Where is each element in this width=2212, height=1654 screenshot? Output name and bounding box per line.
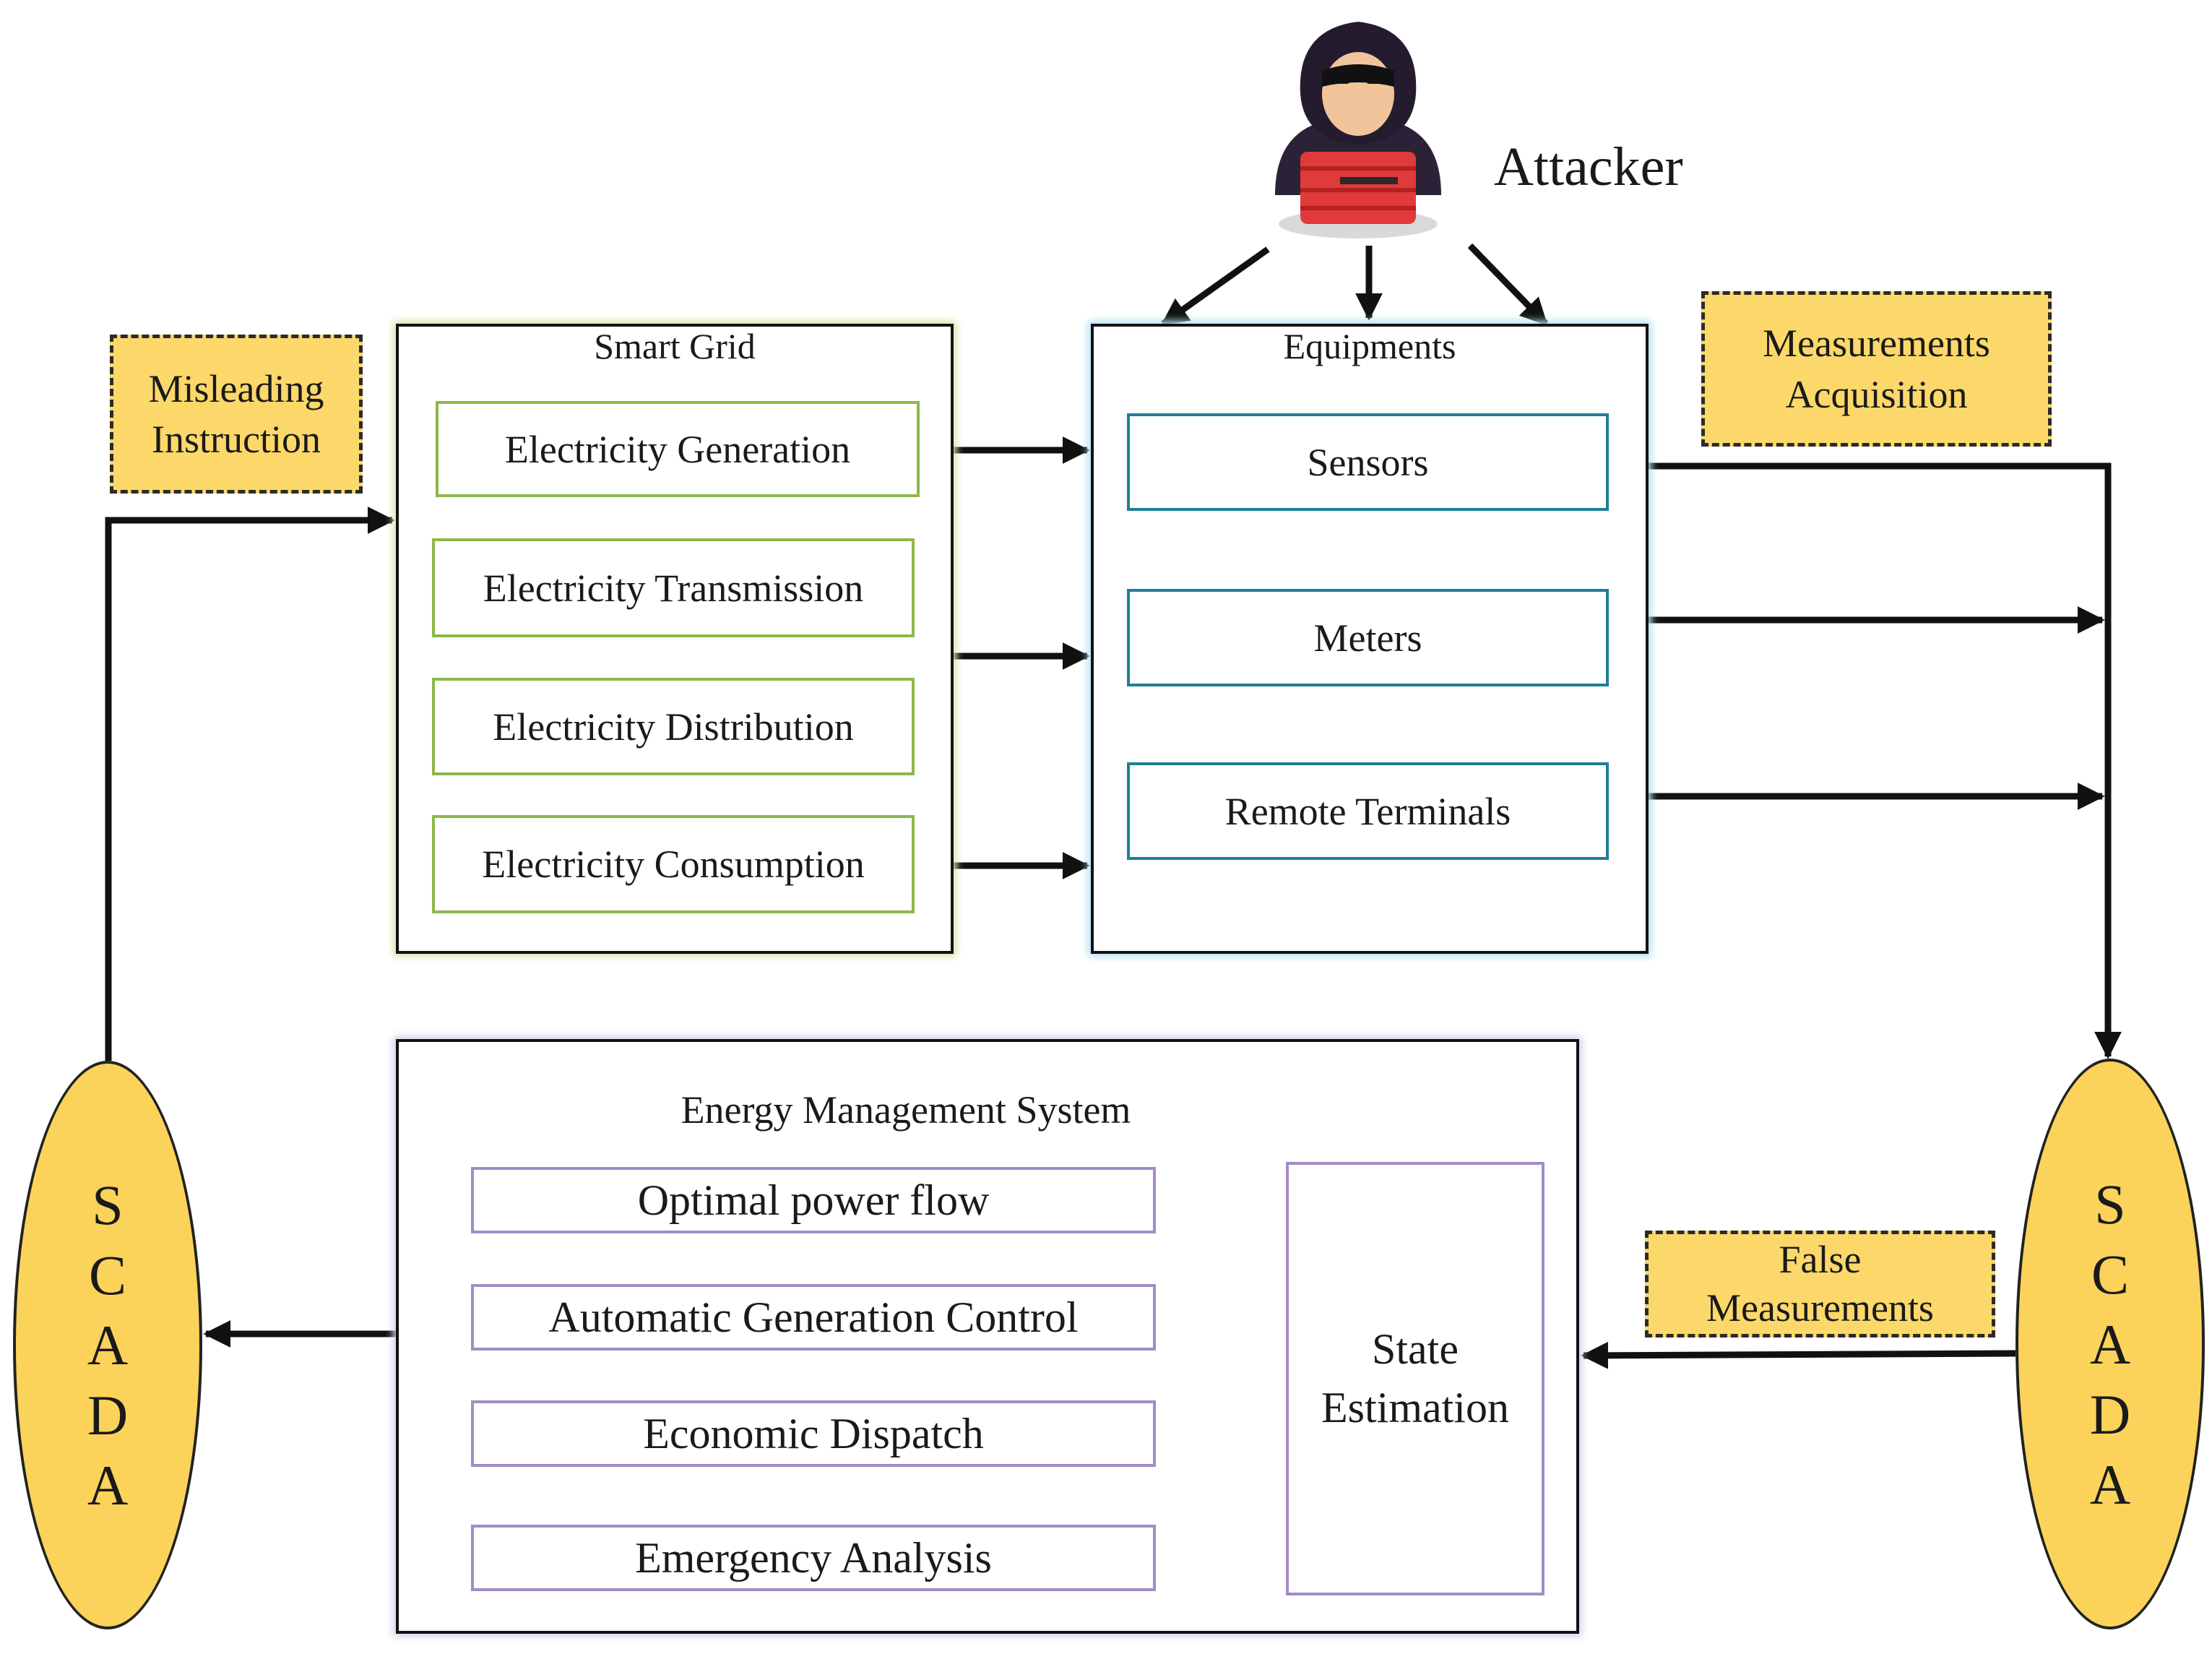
scada-left-letter: D bbox=[87, 1384, 129, 1447]
arrow-scada-to-smart-grid bbox=[105, 507, 395, 1061]
electricity-transmission-box: Electricity Transmission bbox=[432, 538, 915, 637]
scada-right-letter: D bbox=[2089, 1382, 2131, 1446]
scada-left-label: S C A D A bbox=[87, 1170, 128, 1520]
state-estimation-box: State Estimation bbox=[1286, 1162, 1544, 1595]
scada-right-label: S C A D A bbox=[2090, 1169, 2130, 1520]
scada-right-letter: S bbox=[2094, 1172, 2126, 1236]
sensors-box: Sensors bbox=[1127, 413, 1609, 511]
electricity-distribution-box: Electricity Distribution bbox=[432, 678, 915, 775]
attacker-arrow-right bbox=[1467, 243, 1549, 327]
scada-left-letter: C bbox=[88, 1244, 127, 1306]
measurements-acquisition-note: Measurements Acquisition bbox=[1701, 291, 2052, 447]
hooded-hacker-icon bbox=[1275, 22, 1441, 238]
meters-box: Meters bbox=[1127, 589, 1609, 686]
false-measurements-note: False Measurements bbox=[1645, 1231, 1995, 1338]
arrow-sensors-to-scada bbox=[1647, 462, 2122, 1059]
scada-left-letter: A bbox=[87, 1314, 129, 1377]
automatic-generation-control-box: Automatic Generation Control bbox=[471, 1284, 1156, 1351]
scada-right-letter: A bbox=[2089, 1452, 2131, 1516]
arrow-scada-to-state-estimation bbox=[1581, 1341, 2016, 1369]
electricity-generation-box: Electricity Generation bbox=[436, 401, 920, 497]
remote-terminals-box: Remote Terminals bbox=[1127, 762, 1609, 860]
misleading-instruction-text: Misleading Instruction bbox=[148, 366, 324, 461]
attacker-label: Attacker bbox=[1494, 137, 1683, 197]
smart-grid-title: Smart Grid bbox=[594, 326, 756, 366]
economic-dispatch-box: Economic Dispatch bbox=[471, 1400, 1156, 1467]
scada-right-letter: A bbox=[2089, 1312, 2131, 1376]
optimal-power-flow-box: Optimal power flow bbox=[471, 1167, 1156, 1233]
scada-left-letter: S bbox=[92, 1173, 124, 1236]
misleading-instruction-note: Misleading Instruction bbox=[110, 335, 363, 494]
scada-right-ellipse: S C A D A bbox=[2016, 1059, 2205, 1629]
false-measurements-text: False Measurements bbox=[1706, 1237, 1934, 1330]
ems-title: Energy Management System bbox=[681, 1088, 1131, 1132]
state-estimation-label: State Estimation bbox=[1321, 1325, 1509, 1431]
equipments-title: Equipments bbox=[1283, 326, 1456, 366]
electricity-consumption-box: Electricity Consumption bbox=[432, 815, 915, 913]
emergency-analysis-box: Emergency Analysis bbox=[471, 1525, 1156, 1591]
attacker-arrow-left bbox=[1160, 246, 1270, 327]
measurements-acquisition-text: Measurements Acquisition bbox=[1763, 322, 1990, 416]
scada-right-letter: C bbox=[2091, 1242, 2130, 1306]
scada-left-ellipse: S C A D A bbox=[13, 1061, 202, 1629]
scada-left-letter: A bbox=[87, 1454, 129, 1517]
